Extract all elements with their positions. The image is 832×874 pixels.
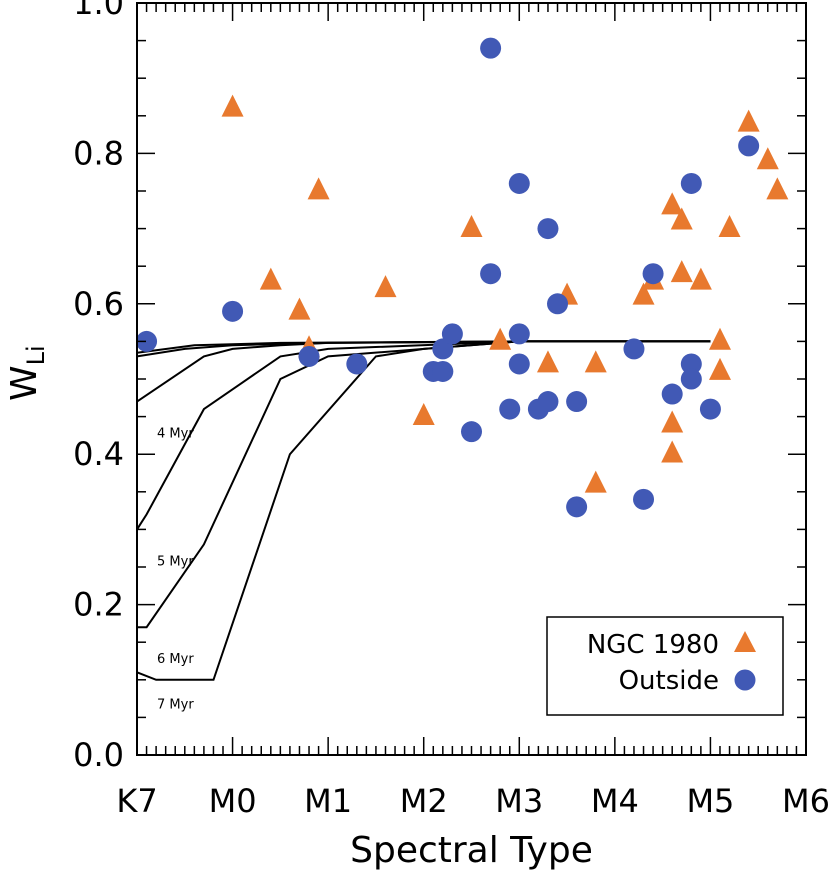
outside-circle-point — [623, 338, 645, 360]
outside-circle-point — [461, 421, 482, 443]
x-axis-title: Spectral Type — [350, 830, 593, 871]
isochrone-label: 5 Myr — [157, 554, 194, 569]
outside-circle-point — [480, 263, 502, 285]
legend-triangle-marker — [734, 631, 756, 652]
ngc1980-triangle-point — [708, 327, 731, 350]
outside-circle-point — [480, 37, 502, 59]
outside-circle-point — [537, 391, 559, 413]
outside-circle-point — [441, 323, 463, 345]
y-tick-label: 0.2 — [73, 586, 124, 624]
ngc1980-triangle-point — [737, 109, 760, 132]
y-axis-title: WLi — [4, 345, 50, 401]
outside-circle-point — [136, 330, 158, 352]
legend-box — [546, 616, 784, 716]
outside-circle-point — [680, 368, 702, 390]
outside-circle-point — [346, 353, 368, 375]
outside-circle-point — [432, 360, 454, 382]
ngc1980-triangle-point — [689, 267, 712, 290]
legend-label: NGC 1980 — [587, 630, 719, 660]
ngc1980-triangle-point — [536, 350, 559, 373]
outside-circle-point — [633, 488, 655, 510]
y-tick-label: 0.6 — [73, 285, 124, 323]
ngc1980-triangle-point — [661, 440, 684, 463]
ngc1980-triangle-point — [670, 260, 693, 283]
outside-circle-point — [738, 135, 760, 157]
isochrone-label: 4 Myr — [157, 427, 194, 442]
outside-circle-point — [508, 323, 530, 345]
ngc1980-triangle-point — [584, 470, 607, 493]
ngc1980-triangle-point — [259, 267, 282, 290]
points-layer — [136, 37, 789, 518]
legend-circle-marker — [734, 669, 756, 691]
x-tick-label: M3 — [495, 782, 543, 820]
y-tick-label: 0.8 — [73, 134, 124, 172]
ngc1980-triangle-point — [221, 94, 244, 117]
x-tick-label: M1 — [304, 782, 352, 820]
ngc1980-triangle-point — [584, 350, 607, 373]
outside-circle-point — [537, 218, 559, 240]
outside-circle-point — [222, 300, 244, 322]
ticks-layer — [136, 2, 807, 756]
y-tick-label: 0.4 — [73, 435, 124, 473]
x-tick-label: M2 — [400, 782, 448, 820]
outside-circle-point — [499, 398, 521, 420]
ngc1980-triangle-point — [460, 214, 483, 237]
legend-label: Outside — [619, 666, 719, 696]
ngc1980-triangle-point — [718, 214, 741, 237]
ngc1980-triangle-point — [661, 410, 684, 433]
ngc1980-triangle-point — [661, 192, 684, 215]
ngc1980-triangle-point — [632, 282, 655, 305]
y-axis-title-w: W — [4, 365, 45, 401]
y-axis-title-main: WLi — [4, 345, 50, 401]
y-tick-label: 1.0 — [73, 0, 124, 22]
outside-circle-point — [432, 338, 454, 360]
ngc1980-triangle-point — [670, 207, 693, 230]
tick-labels-layer: K7 M0 M1 M2 M3 M4 M5 M6 0.0 0.2 0.4 0.6 0.8 1.0 4 Myr 5… — [73, 0, 830, 820]
outside-circle-point — [508, 353, 530, 375]
outside-circle-point — [699, 398, 721, 420]
isochrone-line — [137, 340, 711, 354]
outside-circle-point — [642, 263, 664, 285]
ngc1980-triangle-point — [708, 357, 731, 380]
outside-circle-point — [508, 172, 530, 194]
ngc1980-triangle-point — [766, 177, 789, 200]
x-tick-label: M0 — [209, 782, 257, 820]
x-tick-label: M6 — [782, 782, 830, 820]
isochrone-label: 6 Myr — [157, 652, 194, 667]
x-tick-label: K7 — [116, 782, 157, 820]
ngc1980-triangle-point — [374, 275, 397, 298]
ngc1980-triangle-point — [489, 327, 512, 350]
ngc1980-triangle-point — [288, 297, 311, 320]
isochrone-label: 7 Myr — [157, 697, 194, 712]
ngc1980-triangle-point — [307, 177, 330, 200]
x-tick-label: M4 — [591, 782, 639, 820]
outside-circle-point — [661, 383, 683, 405]
outside-circle-point — [566, 391, 588, 413]
y-tick-label: 0.0 — [73, 736, 124, 774]
x-tick-label: M5 — [686, 782, 734, 820]
ngc1980-triangle-point — [412, 402, 435, 425]
outside-circle-point — [680, 353, 702, 375]
isochrone-line — [137, 340, 711, 629]
outside-circle-point — [680, 172, 702, 194]
outside-circle-point — [566, 496, 588, 518]
y-axis-title-sub: Li — [22, 345, 50, 365]
ngc1980-triangle-point — [756, 147, 779, 170]
outside-circle-point — [298, 345, 320, 367]
outside-circle-point — [547, 293, 569, 315]
